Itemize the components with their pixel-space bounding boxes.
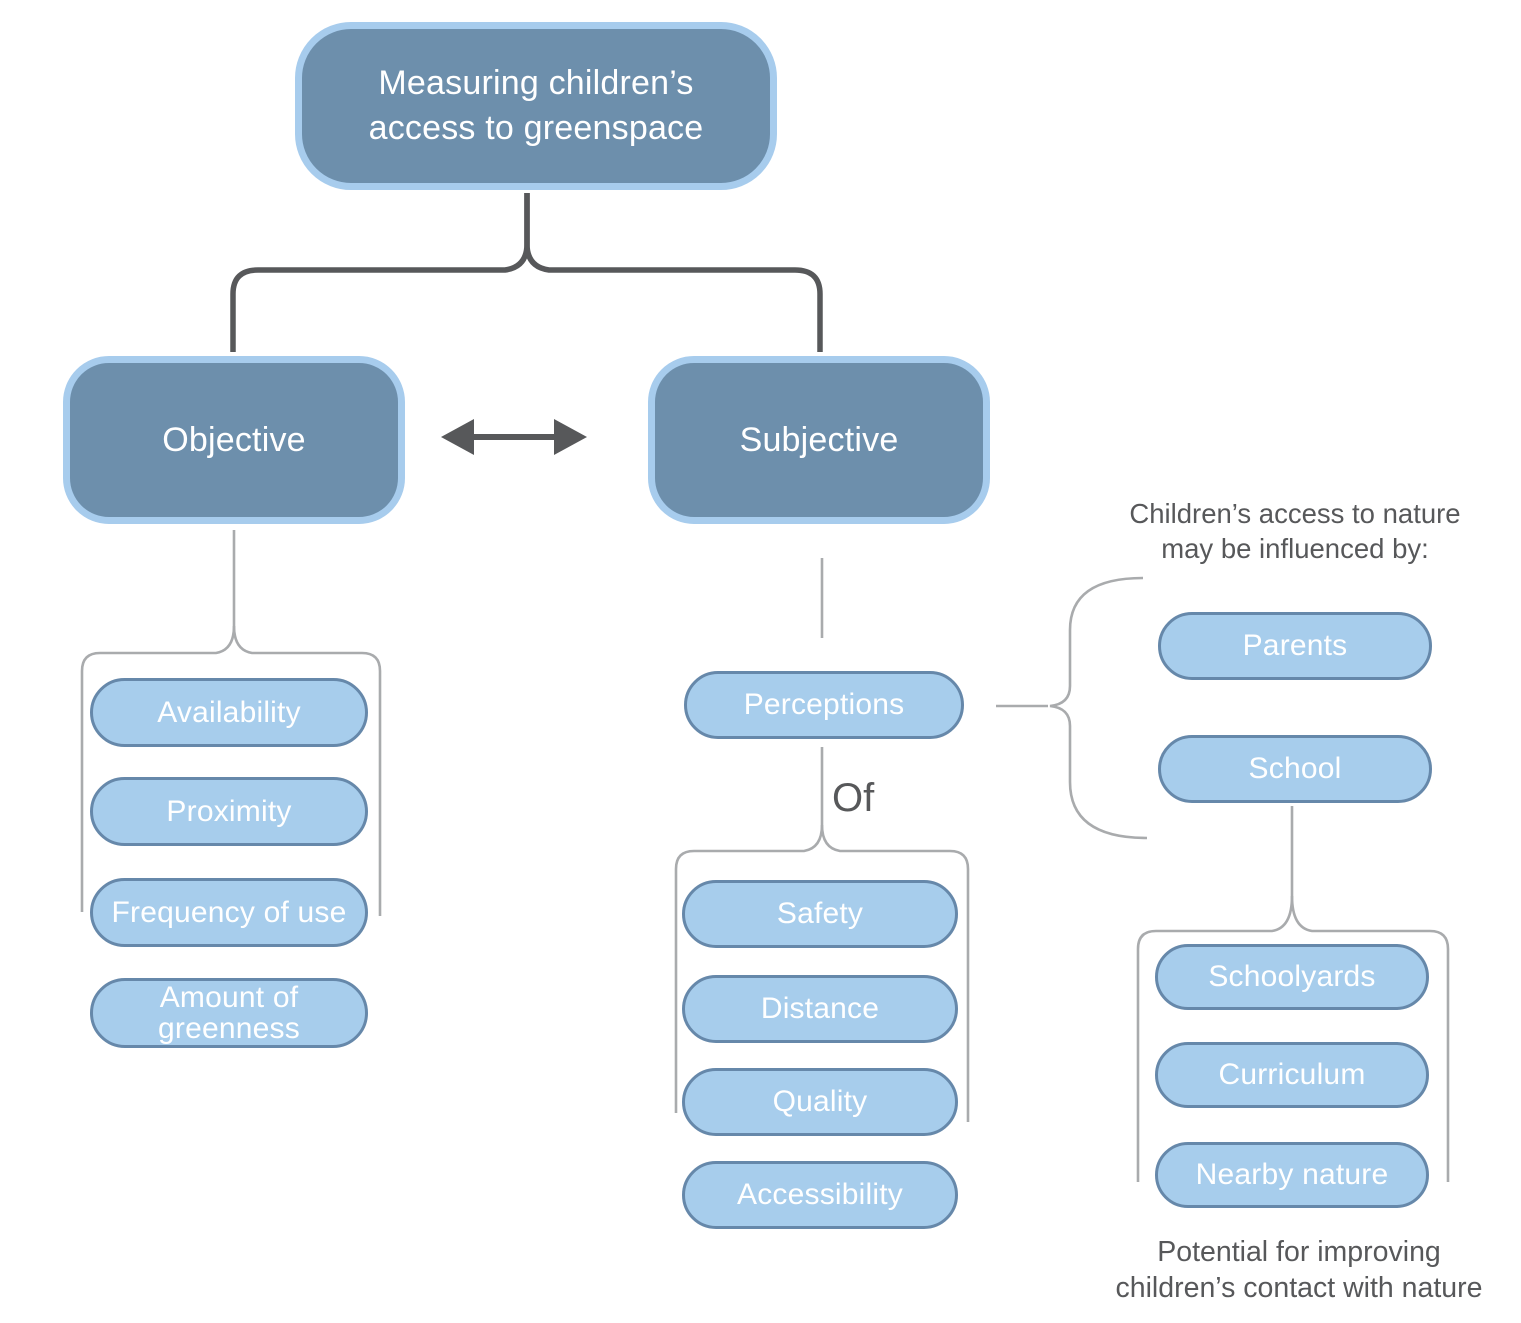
of-connector-label: Of [832,776,875,820]
pill-perceptions: Perceptions [684,671,964,739]
pill-accessibility-label: Accessibility [737,1178,903,1212]
pill-parents-label: Parents [1242,629,1348,663]
pill-frequency-of-use: Frequency of use [90,878,368,947]
pill-school-label: School [1248,752,1342,786]
pill-school: School [1158,735,1432,803]
arrowhead-left [441,419,474,455]
root-node-label: Measuring children’s access to greenspac… [368,64,704,147]
pill-distance-label: Distance [760,992,880,1026]
pill-safety-label: Safety [776,897,864,931]
pill-schoolyards-label: Schoolyards [1208,960,1376,994]
influence-heading: Children’s access to nature may be influ… [1129,498,1461,564]
double-arrow [441,419,587,455]
pill-quality: Quality [682,1068,958,1136]
subjective-node: Subjective [648,356,990,524]
pill-amount-of-greenness-label: Amount of greenness [158,980,300,1045]
pill-proximity: Proximity [90,777,368,846]
objective-node-label: Objective [162,420,306,459]
root-fork-right-line [524,193,823,352]
improvement-caption: Potential for improving children’s conta… [1115,1236,1483,1304]
perceptions-bracket-left [674,747,824,1113]
root-node: Measuring children’s access to greenspac… [295,22,777,190]
pill-safety: Safety [682,880,958,948]
pill-frequency-of-use-label: Frequency of use [111,895,347,929]
arrowhead-right [554,419,587,455]
pill-nearby-nature: Nearby nature [1155,1142,1429,1208]
pill-schoolyards: Schoolyards [1155,944,1429,1010]
pill-parents: Parents [1158,612,1432,680]
school-bracket-left [1136,806,1294,1182]
perceptions-bracket-right [820,824,970,1122]
pill-curriculum-label: Curriculum [1218,1058,1366,1092]
objective-bracket-left [80,530,236,912]
objective-node: Objective [63,356,405,524]
pill-curriculum: Curriculum [1155,1042,1429,1108]
pill-amount-of-greenness: Amount of greenness [90,978,368,1048]
pill-distance: Distance [682,975,958,1043]
influence-curly-brace [1049,576,1148,840]
school-bracket-right [1290,895,1450,1182]
pill-availability-label: Availability [157,695,301,729]
pill-availability: Availability [90,678,368,747]
subjective-node-label: Subjective [739,420,899,459]
pill-nearby-nature-label: Nearby nature [1195,1158,1389,1192]
pill-quality-label: Quality [772,1085,868,1119]
root-fork-left-line [230,193,530,352]
pill-accessibility: Accessibility [682,1161,958,1229]
pill-perceptions-label: Perceptions [743,688,905,722]
objective-bracket-right [232,625,382,916]
pill-proximity-label: Proximity [166,794,292,828]
